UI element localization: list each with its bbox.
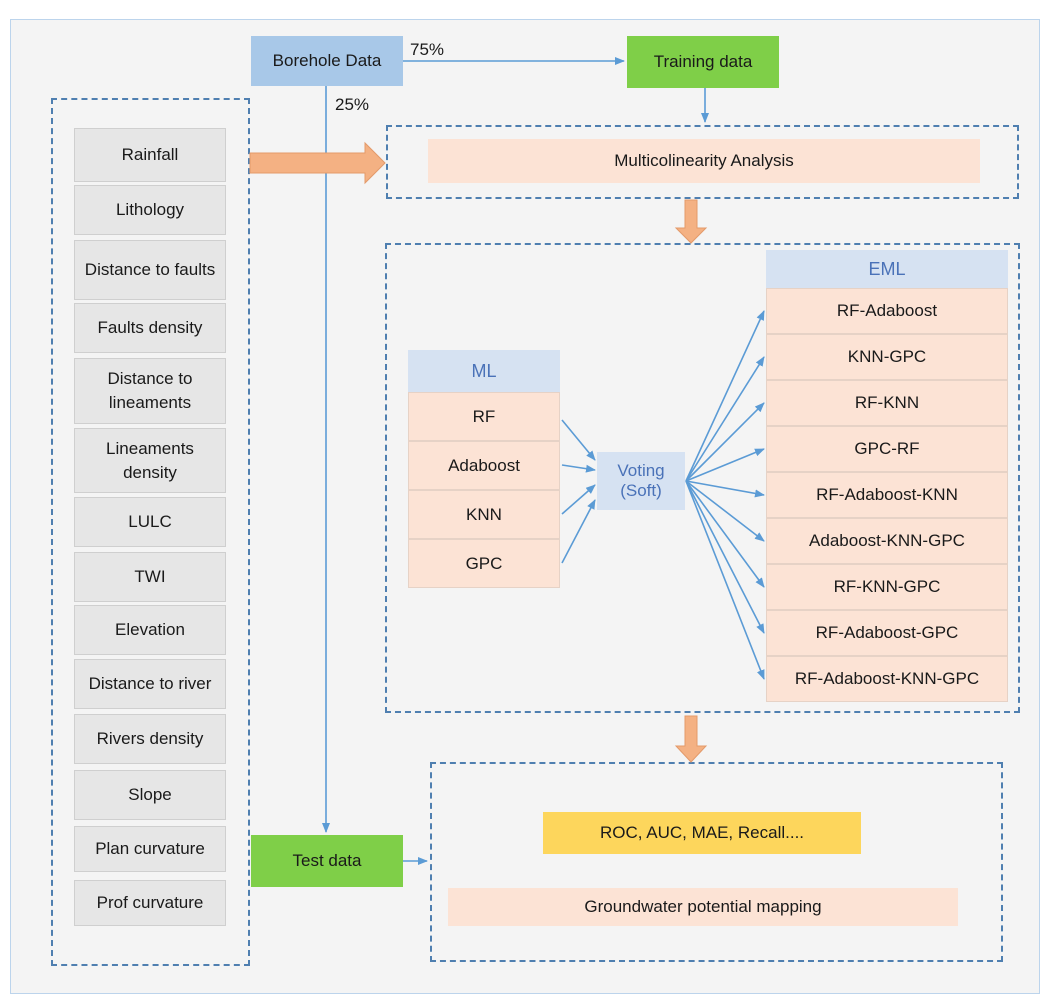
training-data-box: Training data (627, 36, 779, 88)
factor-slope: Slope (74, 770, 226, 820)
ml-model-gpc: GPC (408, 539, 560, 588)
factor-twi: TWI (74, 552, 226, 602)
voting-box: Voting (Soft) (597, 452, 685, 510)
block-arrow-models-to-evaluation (674, 715, 708, 763)
multicollinearity-group (386, 125, 1019, 199)
arrow-voting-to-adaboost-knn-gpc (685, 480, 765, 542)
factor-lineaments-density: Lineaments density (74, 428, 226, 493)
eml-model-rf-knn: RF-KNN (766, 380, 1008, 426)
factor-distance-to-faults: Distance to faults (74, 240, 226, 300)
arrow-voting-to-rf-adaboost-knn-gpc (685, 480, 765, 680)
factor-faults-density: Faults density (74, 303, 226, 353)
eml-model-rf-adaboost-knn-gpc: RF-Adaboost-KNN-GPC (766, 656, 1008, 702)
eml-model-gpc-rf: GPC-RF (766, 426, 1008, 472)
ml-model-rf: RF (408, 392, 560, 441)
factor-plan-curvature: Plan curvature (74, 826, 226, 872)
factor-lulc: LULC (74, 497, 226, 547)
eml-model-rf-adaboost-knn: RF-Adaboost-KNN (766, 472, 1008, 518)
factor-rivers-density: Rivers density (74, 714, 226, 764)
eml-model-adaboost-knn-gpc: Adaboost-KNN-GPC (766, 518, 1008, 564)
arrow-ml-adaboost-to-voting (561, 464, 596, 473)
arrow-ml-gpc-to-voting (561, 499, 596, 564)
models-group (385, 243, 1020, 713)
borehole-data-box: Borehole Data (251, 36, 403, 86)
eml-model-knn-gpc: KNN-GPC (766, 334, 1008, 380)
voting-label: Voting (Soft) (617, 461, 665, 500)
arrow-voting-to-rf-adaboost-knn (685, 480, 765, 498)
arrow-voting-to-rf-adaboost (685, 310, 765, 482)
block-arrow-factors-to-multicollinearity (249, 141, 386, 185)
arrow-voting-to-gpc-rf (685, 448, 765, 482)
factor-elevation: Elevation (74, 605, 226, 655)
ml-model-adaboost: Adaboost (408, 441, 560, 490)
arrow-voting-to-rf-knn-gpc (685, 480, 765, 588)
arrow-voting-to-rf-adaboost-gpc (685, 480, 765, 634)
arrow-voting-to-rf-knn (685, 402, 765, 482)
voting-to-eml-arrows (685, 310, 765, 680)
factor-prof-curvature: Prof curvature (74, 880, 226, 926)
factor-rainfall: Rainfall (74, 128, 226, 182)
factor-lithology: Lithology (74, 185, 226, 235)
ml-model-knn: KNN (408, 490, 560, 539)
eml-model-rf-knn-gpc: RF-KNN-GPC (766, 564, 1008, 610)
multicollinearity-analysis-box: Multicolinearity Analysis (428, 139, 980, 183)
ml-to-voting-arrows (561, 419, 596, 564)
groundwater-mapping-box: Groundwater potential mapping (448, 888, 958, 926)
eml-model-rf-adaboost: RF-Adaboost (766, 288, 1008, 334)
factor-distance-to-river: Distance to river (74, 659, 226, 709)
training-split-label: 75% (410, 40, 445, 59)
factor-distance-to-lineaments: Distance to lineaments (74, 358, 226, 424)
eml-model-rf-adaboost-gpc: RF-Adaboost-GPC (766, 610, 1008, 656)
test-data-box: Test data (251, 835, 403, 887)
arrow-ml-rf-to-voting (561, 419, 596, 461)
eml-header: EML (766, 250, 1008, 288)
evaluation-group (430, 762, 1003, 962)
block-arrow-multicollinearity-to-models (674, 199, 708, 244)
ml-header: ML (408, 350, 560, 392)
metrics-box: ROC, AUC, MAE, Recall.... (543, 812, 861, 854)
test-split-label: 25% (335, 95, 370, 114)
arrow-voting-to-knn-gpc (685, 356, 765, 482)
factors-group (51, 98, 250, 966)
arrow-ml-knn-to-voting (561, 484, 596, 515)
